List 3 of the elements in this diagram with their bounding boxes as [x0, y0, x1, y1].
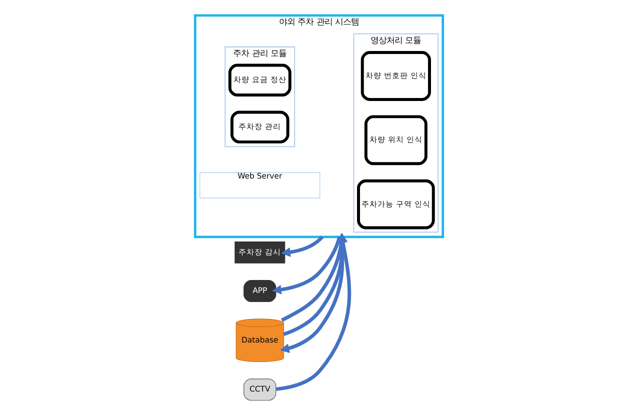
arrow [280, 236, 344, 354]
arrow [281, 236, 324, 257]
arrow [272, 236, 342, 294]
